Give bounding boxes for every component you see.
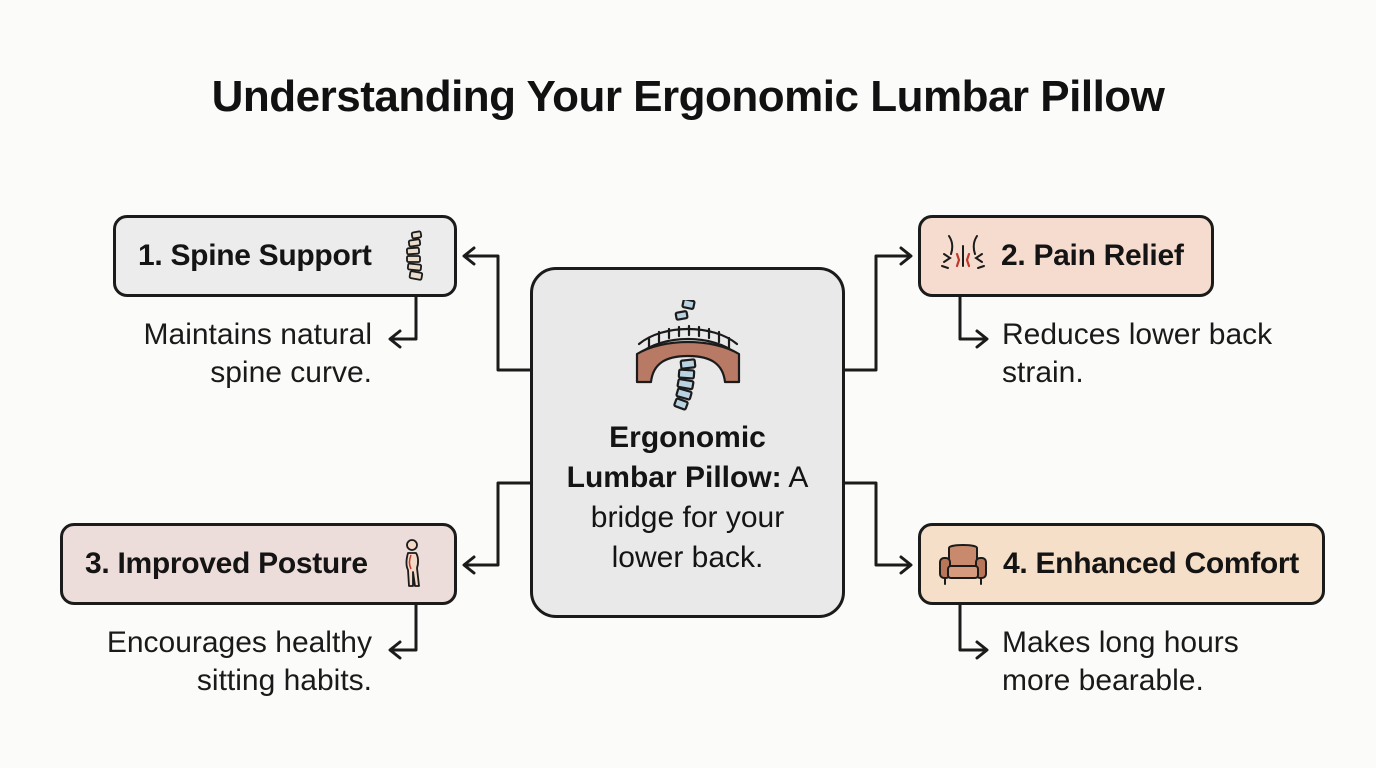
- armchair-icon: [937, 540, 989, 588]
- node-description: Reduces lower back strain.: [1002, 318, 1273, 389]
- node-label: 4. Enhanced Comfort: [1003, 547, 1299, 580]
- node-description: Encourages healthy sitting habits.: [106, 626, 372, 697]
- connector-to-enhanced-comfort: [843, 481, 911, 567]
- connector-spine-desc: [390, 295, 418, 341]
- back-pain-icon: [939, 232, 987, 280]
- connector-comfort-desc: [958, 603, 987, 652]
- posture-person-icon: [400, 538, 424, 590]
- node-label: 2. Pain Relief: [1001, 239, 1184, 272]
- node-pain-relief: 2. Pain Relief: [918, 215, 1214, 297]
- node-label: 1. Spine Support: [138, 239, 372, 272]
- node-description: Makes long hours more bearable.: [1002, 626, 1239, 697]
- center-title-line: Lumbar Pillow: A: [566, 461, 809, 494]
- center-text-line: bridge for your: [590, 501, 785, 534]
- node-label: 3. Improved Posture: [85, 547, 368, 580]
- spine-icon: [402, 230, 428, 282]
- connector-to-pain-relief: [843, 254, 911, 372]
- center-description: Ergonomic Lumbar Pillow: A bridge for yo…: [533, 418, 842, 578]
- node-improved-posture: 3. Improved Posture: [60, 523, 457, 605]
- node-description: Maintains natural spine curve.: [143, 318, 372, 389]
- node-enhanced-comfort: 4. Enhanced Comfort: [918, 523, 1325, 605]
- connector-to-spine-support: [464, 254, 532, 372]
- bridge-spine-icon: [633, 298, 743, 417]
- connector-to-improved-posture: [464, 481, 532, 567]
- center-title-line: Ergonomic: [609, 421, 766, 454]
- connector-posture-desc: [390, 603, 418, 652]
- connector-pain-desc: [958, 295, 987, 341]
- center-node: Ergonomic Lumbar Pillow: A bridge for yo…: [530, 267, 845, 618]
- center-text-line: lower back.: [611, 541, 764, 574]
- node-spine-support: 1. Spine Support: [113, 215, 457, 297]
- diagram-title: Understanding Your Ergonomic Lumbar Pill…: [211, 72, 1165, 121]
